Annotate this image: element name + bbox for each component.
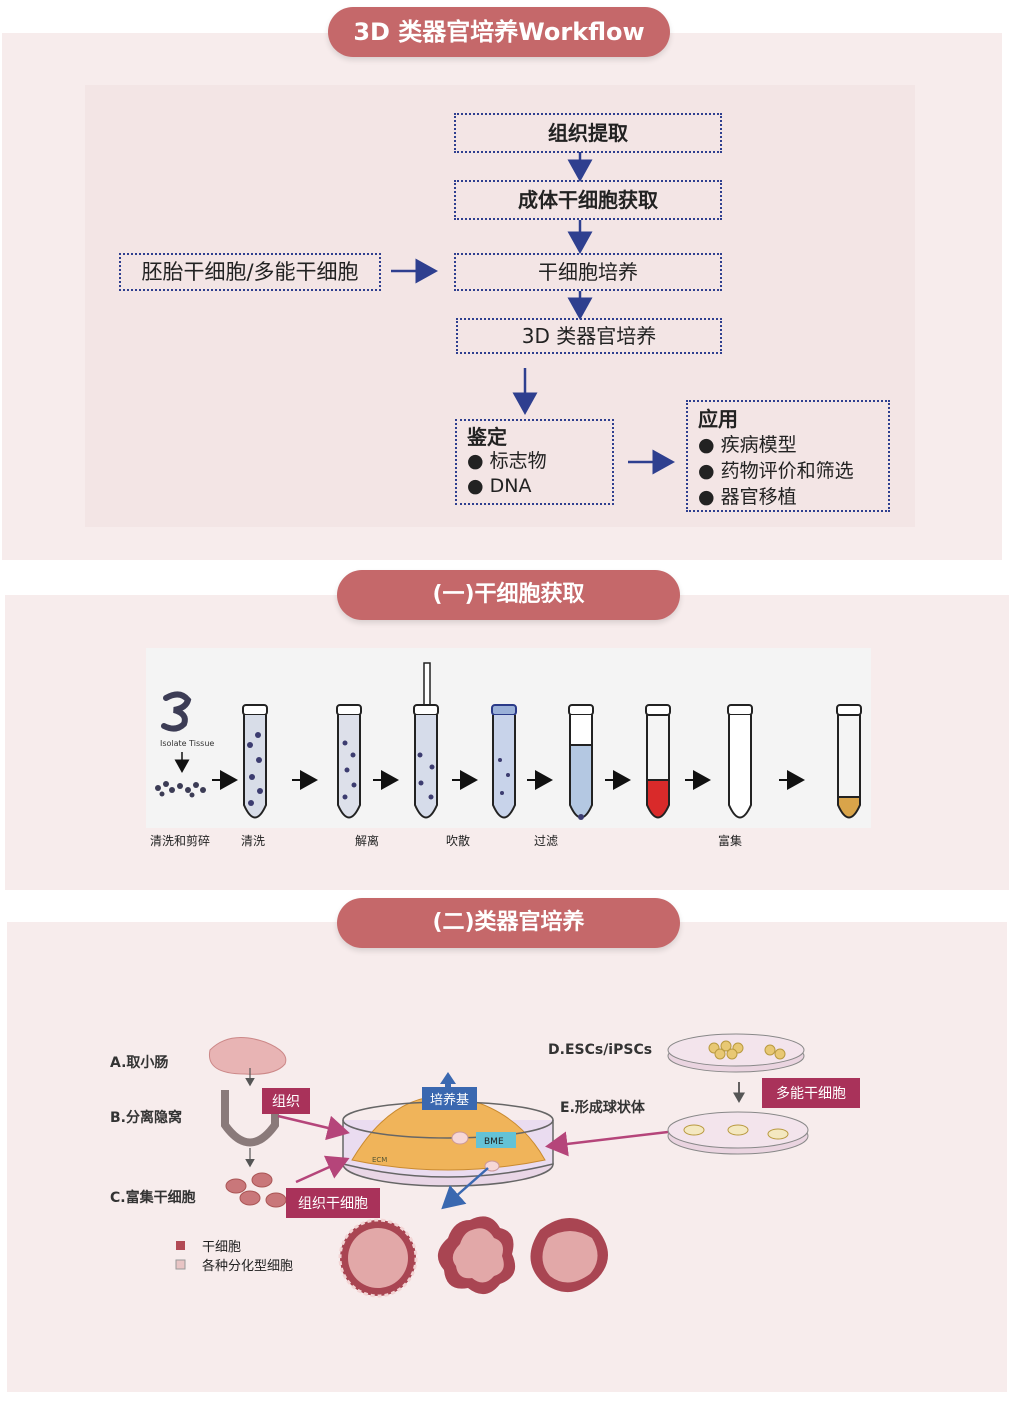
embryonic-stem-cell-box: 胚胎干细胞/多能干细胞 [119, 253, 381, 291]
application-item: ● 药物评价和筛选 [698, 460, 854, 482]
crypt-icon [221, 1090, 279, 1147]
tissue-stem-cell-tag: 组织干细胞 [286, 1188, 380, 1218]
tissue-tag: 组织 [262, 1088, 310, 1114]
tube-3-with-pipette [413, 662, 439, 819]
workflow-inner-panel [85, 85, 915, 527]
tube-1 [242, 704, 268, 819]
step-label-enrich: 富集 [718, 834, 743, 848]
tube-7-empty [727, 704, 753, 819]
legend-differentiated-swatch [175, 1259, 186, 1270]
tube-5 [568, 704, 594, 820]
step-b-label: B.分离隐窝 [110, 1110, 182, 1126]
culture-dish: BME ECM [342, 1095, 554, 1187]
stem-cell-title: (一)干细胞获取 [337, 570, 680, 620]
organoid-budding [437, 1216, 516, 1295]
step-label-dissociate: 解离 [355, 834, 380, 848]
spheroid-dish [667, 1111, 809, 1155]
step-e-label: E.形成球状体 [560, 1100, 645, 1116]
legend-stem-cell-swatch [176, 1241, 185, 1250]
adult-stem-cell-box: 成体干细胞获取 [454, 180, 722, 220]
legend-differentiated-label: 各种分化型细胞 [202, 1258, 293, 1274]
tube-2 [336, 704, 362, 819]
step-label-filter: 过滤 [534, 834, 559, 848]
tube-6-red [645, 704, 671, 819]
tube-sequence: Isolate Tissue [155, 662, 862, 820]
step-label-wash-mince: 清洗和剪碎 [150, 834, 211, 848]
step-c-label: C.富集干细胞 [110, 1190, 196, 1206]
application-box: 应用 ● 疾病模型 ● 药物评价和筛选 ● 器官移植 [686, 400, 890, 512]
workflow-title: 3D 类器官培养Workflow [328, 7, 670, 57]
application-item: ● 疾病模型 [698, 434, 797, 456]
esc-dish [667, 1033, 805, 1073]
workflow-arrows [391, 152, 675, 475]
intestine-icon [208, 1037, 287, 1075]
identification-item: ● 标志物 [467, 450, 547, 472]
organoid-round [338, 1218, 418, 1298]
svg-text:ECM: ECM [372, 1156, 387, 1164]
stem-cell-culture-box: 干细胞培养 [454, 253, 722, 291]
minced-tissue-icon [155, 781, 206, 798]
organoid-title: (二)类器官培养 [337, 898, 680, 948]
tube-8-enriched [836, 704, 862, 819]
application-title: 应用 [698, 407, 738, 431]
step-d-label: D.ESCs/iPSCs [548, 1042, 653, 1058]
identification-item: ● DNA [467, 475, 532, 497]
enriched-cells-icon [225, 1172, 287, 1208]
step-label-wash: 清洗 [241, 834, 266, 848]
identification-box: 鉴定 ● 标志物 ● DNA [455, 419, 614, 505]
step-a-label: A.取小肠 [110, 1055, 169, 1071]
tube-4-filter [491, 704, 517, 819]
tissue-icon [161, 691, 192, 732]
medium-tag: 培养基 [422, 1087, 478, 1110]
tissue-extraction-box: 组织提取 [454, 113, 722, 153]
application-item: ● 器官移植 [698, 486, 797, 508]
medium-arrow-icon [440, 1072, 456, 1092]
organoid-diagram: BME ECM 干细胞 各种分化型细胞 [175, 1033, 809, 1298]
organoid-lobed [530, 1218, 608, 1293]
pluripotent-stem-cell-tag: 多能干细胞 [762, 1078, 860, 1108]
svg-text:BME: BME [484, 1137, 504, 1147]
isolate-tissue-text: Isolate Tissue [160, 739, 214, 748]
organoid-3d-culture-box: 3D 类器官培养 [456, 318, 722, 354]
step-label-disperse: 吹散 [446, 834, 471, 848]
legend-stem-cell-label: 干细胞 [202, 1240, 241, 1255]
identification-title: 鉴定 [467, 425, 507, 449]
